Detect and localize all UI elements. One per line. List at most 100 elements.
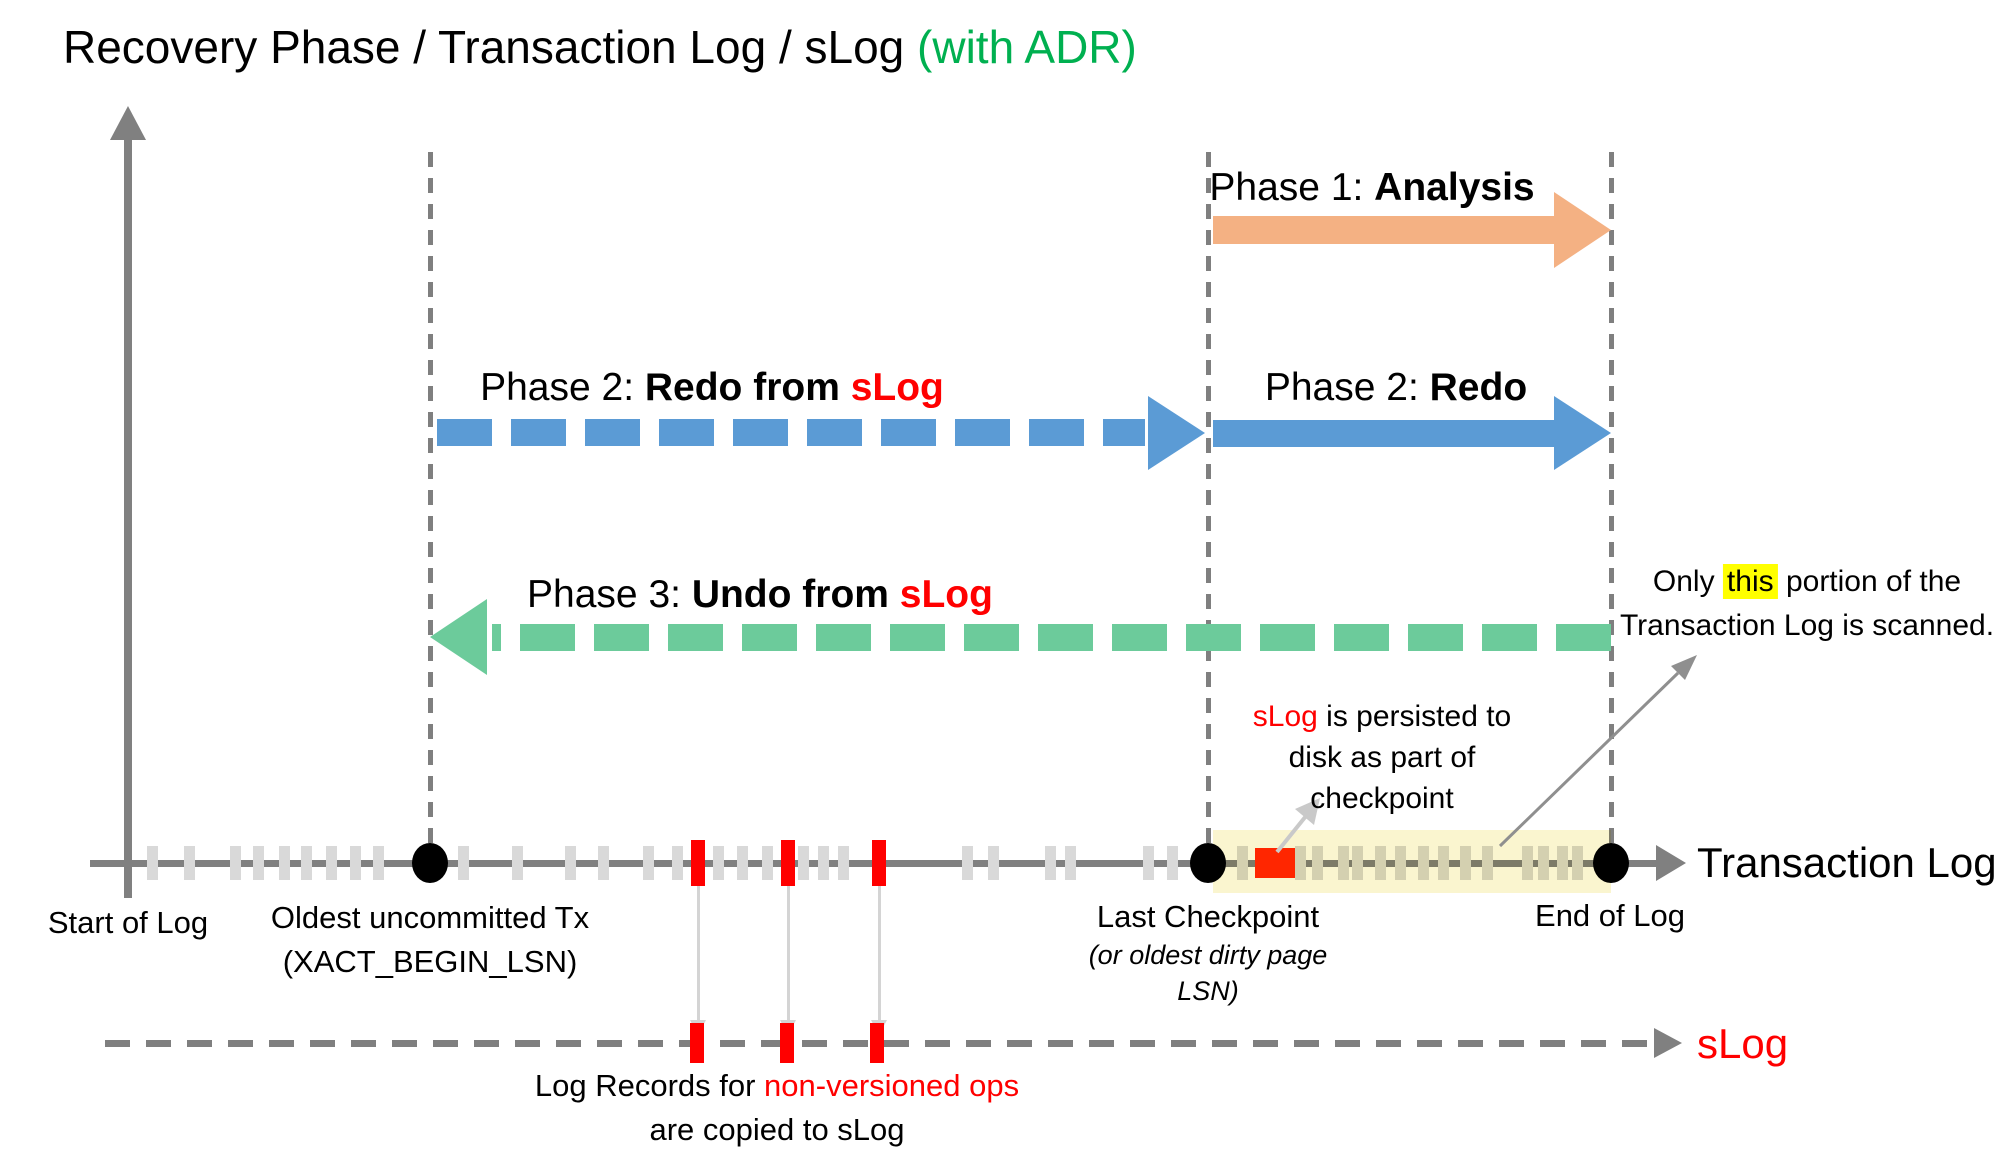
phase2-slog-prefix: Phase 2:	[480, 366, 645, 409]
phase3-accent: sLog	[899, 573, 993, 616]
phase2-prefix: Phase 2:	[1264, 366, 1430, 409]
non-versioned-op-tick	[781, 840, 795, 886]
phase1-arrowhead-icon	[1554, 192, 1611, 268]
log-record-tick	[838, 846, 849, 880]
copy-to-slog-arrow	[878, 884, 881, 1022]
slog-record-tick	[780, 1023, 794, 1063]
start-of-log-label: Start of Log	[47, 905, 209, 940]
log-record-tick	[818, 846, 829, 880]
title-text: Recovery Phase / Transaction Log / sLog	[63, 21, 918, 73]
log-record-tick	[326, 846, 337, 880]
end-of-log-dashed-line	[1609, 152, 1614, 862]
non-versioned-op-tick	[691, 840, 705, 886]
oldest-tx-line1: Oldest uncommitted Tx	[270, 900, 590, 935]
log-record-tick	[458, 846, 469, 880]
copied-line1: Log Records for non-versioned ops	[535, 1064, 1019, 1108]
log-record-tick	[253, 846, 264, 880]
checkpoint-line3: LSN)	[1177, 976, 1239, 1006]
scanned-highlight: this	[1722, 564, 1778, 599]
copy-to-slog-arrow	[787, 884, 790, 1022]
phase2-arrowhead-icon	[1554, 396, 1611, 470]
persisted-rest: is persisted to	[1317, 700, 1512, 733]
log-record-tick	[1143, 846, 1154, 880]
last-checkpoint-label: Last Checkpoint (or oldest dirty page LS…	[1089, 897, 1328, 1009]
log-record-tick	[762, 846, 773, 880]
log-record-tick	[798, 846, 809, 880]
phase2-slog-name: Redo from	[644, 366, 851, 409]
non-versioned-op-tick	[872, 840, 886, 886]
persisted-line1: sLog is persisted to	[1253, 696, 1511, 737]
slog-record-tick	[870, 1023, 884, 1063]
copied-annotation: Log Records for non-versioned ops are co…	[535, 1064, 1019, 1152]
phase2-arrow	[1213, 420, 1556, 447]
copy-to-slog-arrow	[697, 884, 700, 1022]
phase2-slog-accent: sLog	[850, 366, 944, 409]
log-record-tick	[512, 846, 523, 880]
log-record-tick	[737, 846, 748, 880]
phase2-slog-arrow	[437, 419, 1145, 446]
checkpoint-line2: (or oldest dirty page	[1088, 940, 1328, 970]
slog-axis-label: sLog	[1697, 1020, 1789, 1067]
log-record-tick	[713, 846, 724, 880]
phase1-arrow	[1213, 216, 1558, 244]
log-record-tick	[147, 846, 158, 880]
phase3-prefix: Phase 3:	[527, 573, 692, 616]
log-record-tick	[1045, 846, 1056, 880]
log-record-tick	[1167, 846, 1178, 880]
log-marker-dot	[1190, 843, 1226, 883]
log-marker-dot	[412, 843, 448, 883]
log-record-tick	[962, 846, 973, 880]
phase3-label: Phase 3: Undo from sLog	[527, 573, 993, 617]
scanned-post: portion of the	[1777, 565, 1962, 598]
phase1-name: Analysis	[1374, 166, 1535, 209]
log-record-tick	[350, 846, 361, 880]
copied-line2: are copied to sLog	[649, 1112, 905, 1147]
log-record-tick	[598, 846, 609, 880]
log-marker-dot	[1593, 843, 1629, 883]
log-record-tick	[988, 846, 999, 880]
slog-record-tick	[690, 1023, 704, 1063]
phase2-label: Phase 2: Redo	[1265, 366, 1527, 410]
transaction-log-axis-label: Transaction Log	[1697, 839, 1997, 886]
title-adr-text: (with ADR)	[917, 21, 1137, 73]
y-axis-line	[124, 138, 132, 898]
scanned-annotation-line2: Transaction Log is scanned.	[1619, 609, 1995, 642]
log-record-tick	[230, 846, 241, 880]
oldest-tx-line2: (XACT_BEGIN_LSN)	[282, 944, 578, 979]
persisted-line2: disk as part of	[1288, 741, 1476, 774]
log-record-tick	[373, 846, 384, 880]
oldest-tx-dashed-line	[428, 152, 433, 862]
persisted-line3: checkpoint	[1310, 782, 1454, 815]
slog-arrowhead-icon	[1654, 1028, 1682, 1058]
phase1-label: Phase 1: Analysis	[1209, 166, 1534, 210]
phase3-name: Undo from	[691, 573, 900, 616]
transaction-log-arrowhead-icon	[1656, 845, 1686, 881]
copied-accent: non-versioned ops	[764, 1068, 1020, 1103]
checkpoint-line1: Last Checkpoint	[1096, 899, 1320, 934]
log-record-tick	[565, 846, 576, 880]
y-axis-arrowhead-icon	[110, 106, 146, 140]
log-record-tick	[184, 846, 195, 880]
phase3-arrow	[492, 624, 1611, 651]
phase1-prefix: Phase 1:	[1209, 166, 1375, 209]
phase2-slog-label: Phase 2: Redo from sLog	[480, 366, 944, 410]
slog-persist-marker	[1255, 848, 1295, 878]
phase2-slog-arrowhead-icon	[1148, 396, 1205, 470]
scanned-annotation: Only this portion of the Transaction Log…	[1620, 560, 1994, 648]
log-record-tick	[1065, 846, 1076, 880]
copied-pre: Log Records for	[534, 1068, 765, 1103]
log-record-tick	[301, 846, 312, 880]
oldest-uncommitted-tx-label: Oldest uncommitted Tx (XACT_BEGIN_LSN)	[271, 896, 589, 984]
log-record-tick	[279, 846, 290, 880]
scanned-pre: Only	[1652, 565, 1723, 598]
phase2-name: Redo	[1429, 366, 1528, 409]
scanned-annotation-line1: Only this portion of the	[1620, 560, 1994, 604]
phase3-arrowhead-icon	[430, 599, 487, 675]
log-record-tick	[643, 846, 654, 880]
persisted-accent: sLog	[1252, 700, 1318, 733]
last-checkpoint-dashed-line	[1206, 152, 1211, 862]
log-record-tick	[672, 846, 683, 880]
persisted-annotation: sLog is persisted to disk as part of che…	[1253, 696, 1511, 819]
diagram-title: Recovery Phase / Transaction Log / sLog …	[63, 20, 1137, 74]
